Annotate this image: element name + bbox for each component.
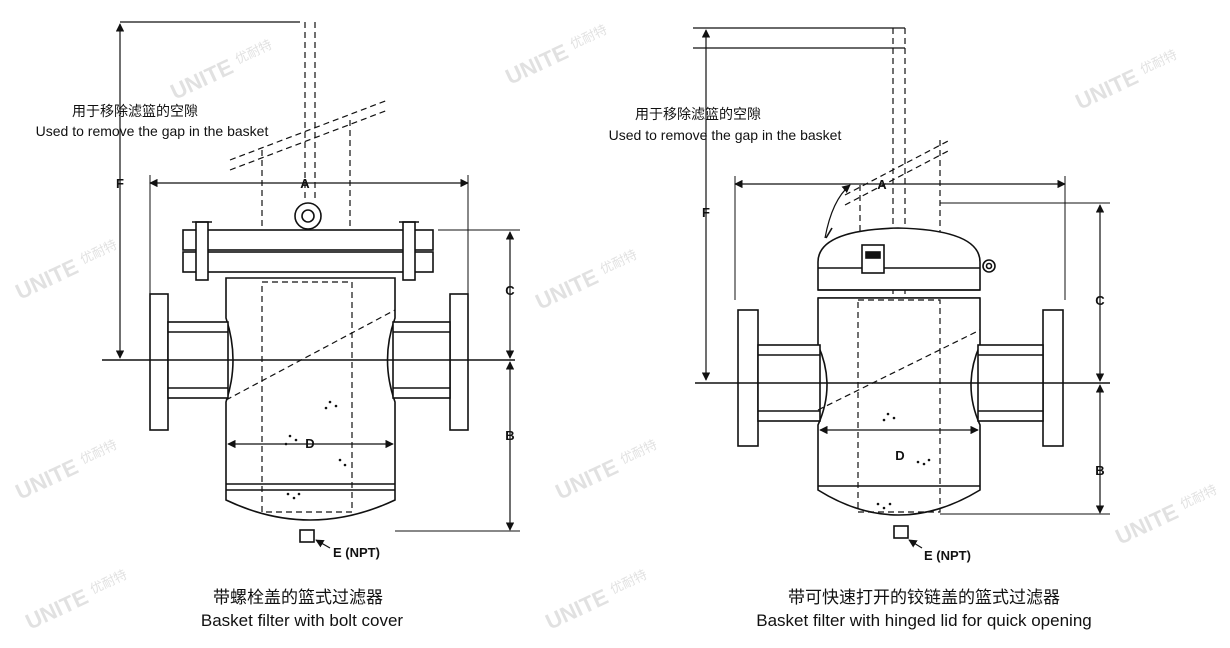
right-dim-f: F: [702, 205, 710, 220]
svg-text:优耐特: 优耐特: [88, 567, 130, 597]
svg-text:优耐特: 优耐特: [608, 567, 650, 597]
svg-text:UNITE: UNITE: [1072, 64, 1142, 115]
bolt-cover-basket-filter: [102, 21, 520, 549]
right-dim-d: D: [895, 448, 904, 463]
svg-text:优耐特: 优耐特: [568, 22, 610, 52]
left-dim-a: A: [300, 176, 310, 191]
watermark-logo: UNITE 优耐特: [542, 567, 650, 635]
right-note-cn: 用于移除滤篮的空隙: [635, 106, 761, 122]
svg-text:优耐特: 优耐特: [233, 37, 275, 67]
left-dim-d: D: [305, 436, 314, 451]
left-caption-en: Basket filter with bolt cover: [201, 611, 404, 630]
right-dim-b: B: [1095, 463, 1104, 478]
svg-text:UNITE: UNITE: [12, 254, 82, 305]
right-dim-c: C: [1095, 293, 1105, 308]
svg-text:优耐特: 优耐特: [78, 237, 120, 267]
watermark-logo: UNITE 优耐特: [502, 22, 610, 90]
left-dim-e: E (NPT): [333, 545, 380, 560]
hinged-lid-basket-filter: [693, 27, 1110, 549]
left-dim-b: B: [505, 428, 514, 443]
svg-text:UNITE: UNITE: [502, 39, 572, 90]
svg-text:UNITE: UNITE: [12, 454, 82, 505]
watermark-logo: UNITE 优耐特: [1072, 47, 1180, 115]
right-note-en: Used to remove the gap in the basket: [609, 127, 842, 143]
svg-text:UNITE: UNITE: [167, 54, 237, 105]
watermark-logo: UNITE 优耐特: [22, 567, 130, 635]
right-dim-a: A: [877, 177, 887, 192]
watermark-logo: UNITE 优耐特: [12, 437, 120, 505]
watermark-logo: UNITE 优耐特: [532, 247, 640, 315]
svg-text:UNITE: UNITE: [542, 584, 612, 635]
watermark-logo: UNITE 优耐特: [167, 37, 275, 105]
right-caption-cn: 带可快速打开的铰链盖的篮式过滤器: [788, 588, 1060, 607]
svg-text:优耐特: 优耐特: [78, 437, 120, 467]
svg-text:优耐特: 优耐特: [1178, 482, 1220, 512]
svg-text:UNITE: UNITE: [22, 584, 92, 635]
left-caption-cn: 带螺栓盖的篮式过滤器: [213, 588, 383, 607]
svg-text:UNITE: UNITE: [1112, 499, 1182, 550]
left-dim-c: C: [505, 283, 515, 298]
left-note-cn: 用于移除滤篮的空隙: [72, 103, 198, 119]
left-note-en: Used to remove the gap in the basket: [36, 123, 269, 139]
left-dim-f: F: [116, 176, 124, 191]
right-dim-e: E (NPT): [924, 548, 971, 563]
watermark-logo: UNITE 优耐特: [552, 437, 660, 505]
watermark-logo: UNITE 优耐特: [1112, 482, 1220, 550]
svg-text:UNITE: UNITE: [532, 264, 602, 315]
svg-text:优耐特: 优耐特: [598, 247, 640, 277]
svg-text:优耐特: 优耐特: [1138, 47, 1180, 77]
svg-text:优耐特: 优耐特: [618, 437, 660, 467]
svg-text:UNITE: UNITE: [552, 454, 622, 505]
right-caption-en: Basket filter with hinged lid for quick …: [756, 611, 1091, 630]
watermark-logo: UNITE 优耐特: [12, 237, 120, 305]
